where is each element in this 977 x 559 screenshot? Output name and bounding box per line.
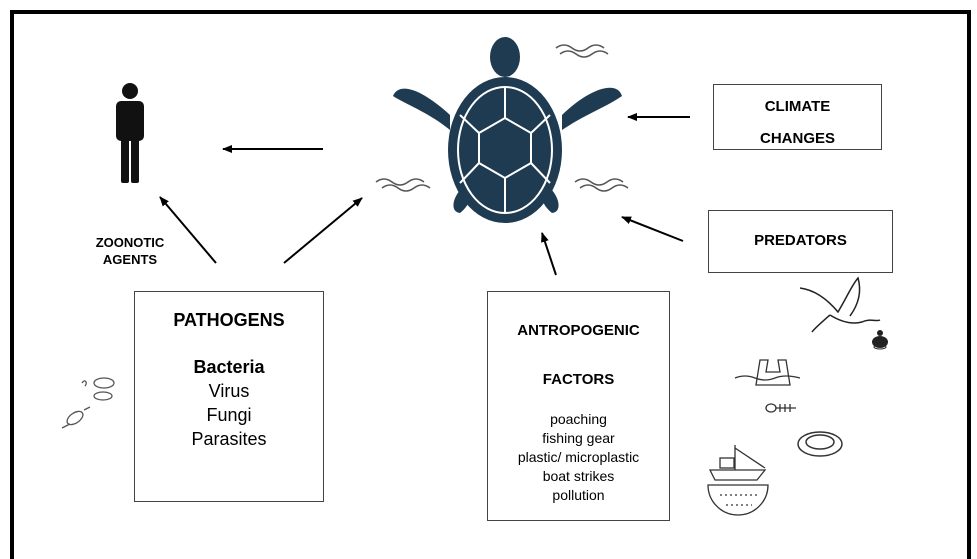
antropogenic-item: pollution [488, 486, 669, 505]
arrow-predators-to-turtle [622, 217, 683, 241]
antropogenic-title-line1: ANTROPOGENIC [488, 321, 669, 341]
human-icon [116, 83, 144, 183]
microbe-icon [62, 378, 114, 428]
zoonotic-label-line1: ZOONOTIC [80, 234, 180, 251]
fishing-net-icon [708, 485, 768, 515]
turtle-icon [393, 37, 622, 223]
antropogenic-item: fishing gear [488, 429, 669, 448]
pathogens-box: PATHOGENS Bacteria Virus Fungi Parasites [134, 291, 324, 502]
climate-changes-box: CLIMATE CHANGES [713, 84, 882, 150]
arrow-antropogenic-to-turtle [542, 233, 556, 275]
antropogenic-item: plastic/ microplastic [488, 448, 669, 467]
arrow-pathogens-to-turtle [284, 198, 362, 263]
pathogen-item: Bacteria [135, 355, 323, 379]
rope-coil-icon [798, 432, 842, 456]
antropogenic-item: boat strikes [488, 467, 669, 486]
zoonotic-agents-label: ZOONOTIC AGENTS [80, 234, 180, 268]
pathogens-title: PATHOGENS [135, 310, 323, 330]
antropogenic-item: poaching [488, 410, 669, 429]
pathogen-item: Virus [135, 379, 323, 403]
zoonotic-label-line2: AGENTS [80, 251, 180, 268]
plastic-bag-icon [735, 360, 800, 385]
predators-label: PREDATORS [709, 231, 892, 251]
seagull-icon [800, 278, 880, 332]
hatchling-icon [872, 330, 888, 349]
fishing-boat-icon [710, 445, 765, 480]
pathogen-item: Parasites [135, 427, 323, 451]
antropogenic-title-line2: FACTORS [488, 370, 669, 390]
predators-box: PREDATORS [708, 210, 893, 273]
climate-changes-label-line1: CLIMATE [714, 97, 881, 117]
antropogenic-factors-box: ANTROPOGENIC FACTORS poaching fishing ge… [487, 291, 670, 521]
climate-changes-label-line2: CHANGES [714, 129, 881, 149]
pathogen-item: Fungi [135, 403, 323, 427]
antropogenic-list: poaching fishing gear plastic/ microplas… [488, 410, 669, 505]
fish-bone-icon [766, 404, 796, 412]
